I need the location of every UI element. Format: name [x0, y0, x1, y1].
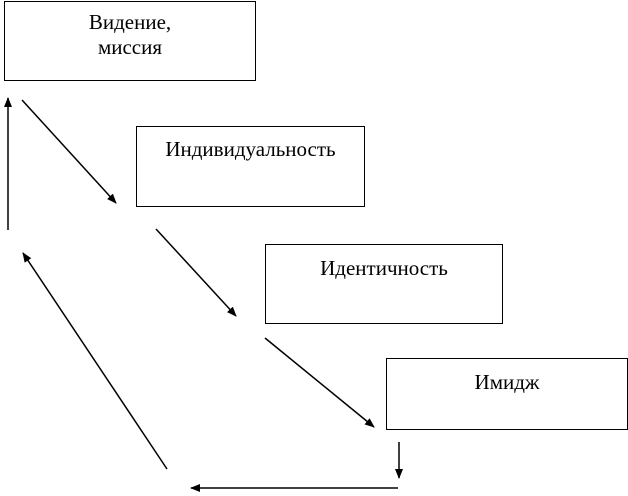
identity-box: Идентичность [265, 244, 503, 324]
vision-mission-box: Видение, миссия [4, 1, 256, 81]
individuality-box: Индивидуальность [136, 126, 365, 207]
arrow-vision-to-individuality [21, 99, 117, 204]
arrow-return-diagonal [22, 252, 168, 470]
identity-label: Идентичность [320, 256, 448, 280]
vision-label: Видение, [88, 10, 172, 34]
individuality-label: Индивидуальность [165, 137, 336, 161]
image-label: Имидж [474, 370, 540, 394]
arrow-individuality-to-identity [155, 228, 237, 317]
mission-label: миссия [97, 35, 163, 59]
arrow-identity-to-image [264, 337, 375, 428]
image-box: Имидж [386, 358, 628, 430]
